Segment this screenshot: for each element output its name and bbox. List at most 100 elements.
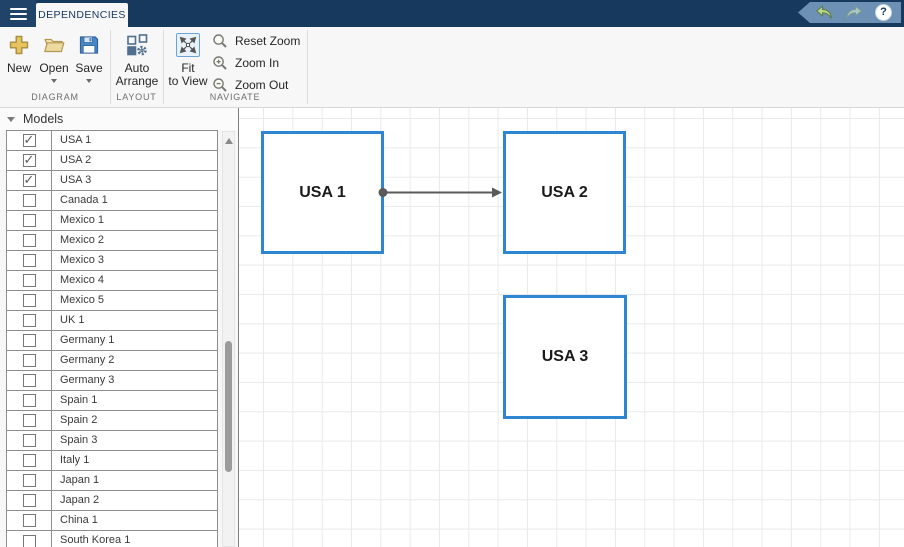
save-disk-icon xyxy=(79,36,99,54)
model-checkbox[interactable] xyxy=(22,334,36,347)
model-row[interactable]: Spain 3 xyxy=(7,431,217,451)
model-checkbox[interactable] xyxy=(22,394,36,407)
model-row[interactable]: Canada 1 xyxy=(7,191,217,211)
model-row[interactable]: Italy 1 xyxy=(7,451,217,471)
model-checkbox[interactable] xyxy=(22,254,36,267)
new-button[interactable]: New xyxy=(2,30,36,75)
diagram-node-usa-1[interactable]: USA 1 xyxy=(261,131,384,254)
model-name: Spain 3 xyxy=(60,434,98,446)
checkbox-cell xyxy=(7,191,52,210)
open-dropdown-caret[interactable] xyxy=(51,79,57,83)
fit-to-view-button[interactable]: Fit to View xyxy=(165,30,211,88)
model-checkbox[interactable] xyxy=(22,234,36,247)
checkbox-cell xyxy=(7,331,52,350)
reset-zoom-label: Reset Zoom xyxy=(235,34,301,48)
zoom-in-button[interactable]: Zoom In xyxy=(212,54,279,72)
auto-arrange-button[interactable]: Auto Arrange xyxy=(111,30,163,88)
group-label-layout: LAYOUT xyxy=(116,92,157,102)
diagram-canvas[interactable]: USA 1 USA 2 USA 3 xyxy=(238,108,904,547)
redo-button[interactable] xyxy=(845,5,863,21)
model-checkbox[interactable] xyxy=(22,494,36,507)
model-checkbox[interactable]: ✓ xyxy=(22,132,36,147)
checkbox-cell xyxy=(7,451,52,470)
model-name: Canada 1 xyxy=(60,194,108,206)
save-button-label: Save xyxy=(75,61,103,75)
model-checkbox[interactable] xyxy=(22,274,36,287)
model-row[interactable]: ✓ USA 1 xyxy=(7,131,217,151)
checkbox-cell: ✓ xyxy=(7,171,52,190)
model-checkbox[interactable]: ✓ xyxy=(22,152,36,167)
model-name: Japan 1 xyxy=(60,474,100,486)
model-row[interactable]: China 1 xyxy=(7,511,217,531)
auto-arrange-icon xyxy=(127,34,148,56)
model-checkbox[interactable] xyxy=(22,414,36,427)
undo-button[interactable] xyxy=(815,5,833,21)
model-row[interactable]: UK 1 xyxy=(7,311,217,331)
save-dropdown-caret[interactable] xyxy=(86,79,92,83)
tab-dependencies[interactable]: DEPENDENCIES xyxy=(36,3,128,27)
model-row[interactable]: Japan 2 xyxy=(7,491,217,511)
model-row[interactable]: Mexico 3 xyxy=(7,251,217,271)
model-row[interactable]: Mexico 4 xyxy=(7,271,217,291)
model-row[interactable]: South Korea 1 xyxy=(7,531,217,547)
model-checkbox[interactable] xyxy=(22,214,36,227)
help-button[interactable]: ? xyxy=(875,4,892,21)
model-name: USA 3 xyxy=(60,174,92,186)
model-row[interactable]: Germany 1 xyxy=(7,331,217,351)
scrollbar-thumb[interactable] xyxy=(225,341,232,472)
zoom-out-icon xyxy=(213,78,227,92)
model-checkbox[interactable] xyxy=(22,194,36,207)
checkbox-cell xyxy=(7,251,52,270)
model-name: Spain 1 xyxy=(60,394,98,406)
model-row[interactable]: Mexico 5 xyxy=(7,291,217,311)
save-button[interactable]: Save xyxy=(72,30,106,83)
model-name: USA 1 xyxy=(60,134,92,146)
model-row[interactable]: Germany 3 xyxy=(7,371,217,391)
model-name: South Korea 1 xyxy=(60,534,131,546)
model-row[interactable]: Spain 1 xyxy=(7,391,217,411)
model-name: Germany 2 xyxy=(60,354,115,366)
model-checkbox[interactable] xyxy=(22,454,36,467)
model-checkbox[interactable] xyxy=(22,434,36,447)
ribbon-toolbar: New Open Save DIAGRAM xyxy=(0,27,904,108)
model-checkbox[interactable]: ✓ xyxy=(22,172,36,187)
model-row[interactable]: Mexico 2 xyxy=(7,231,217,251)
auto-arrange-label: Auto Arrange xyxy=(115,61,159,88)
model-checkbox[interactable] xyxy=(22,374,36,387)
model-checkbox[interactable] xyxy=(22,514,36,527)
menu-button[interactable] xyxy=(0,0,36,27)
new-button-label: New xyxy=(6,61,31,75)
model-row[interactable]: Japan 1 xyxy=(7,471,217,491)
checkbox-cell xyxy=(7,431,52,450)
model-checkbox[interactable] xyxy=(22,474,36,487)
model-checkbox[interactable] xyxy=(22,314,36,327)
models-panel-title: Models xyxy=(23,112,64,126)
model-row[interactable]: Mexico 1 xyxy=(7,211,217,231)
zoom-out-button[interactable]: Zoom Out xyxy=(212,76,288,94)
model-row[interactable]: Germany 2 xyxy=(7,351,217,371)
models-scrollbar[interactable] xyxy=(222,131,235,547)
undo-icon xyxy=(816,5,832,19)
diagram-node-usa-3[interactable]: USA 3 xyxy=(503,295,627,419)
scrollbar-up-arrow-icon[interactable] xyxy=(225,138,233,144)
checkbox-cell xyxy=(7,211,52,230)
diagram-node-usa-2[interactable]: USA 2 xyxy=(503,131,626,254)
reset-zoom-button[interactable]: Reset Zoom xyxy=(212,32,300,50)
open-button[interactable]: Open xyxy=(37,30,71,83)
model-name: Mexico 1 xyxy=(60,214,105,226)
ribbon-separator xyxy=(163,30,164,104)
models-section-header[interactable]: Models xyxy=(0,108,238,130)
model-checkbox[interactable] xyxy=(22,534,36,547)
model-checkbox[interactable] xyxy=(22,294,36,307)
checkmark-icon: ✓ xyxy=(23,132,35,147)
model-row[interactable]: ✓USA 2 xyxy=(7,151,217,171)
titlebar: DEPENDENCIES ? xyxy=(0,0,904,27)
model-row[interactable]: Spain 2 xyxy=(7,411,217,431)
model-checkbox[interactable] xyxy=(22,354,36,367)
checkbox-cell xyxy=(7,471,52,490)
model-row[interactable]: ✓ USA 3 xyxy=(7,171,217,191)
model-name: Japan 2 xyxy=(60,494,100,506)
checkbox-cell xyxy=(7,271,52,290)
